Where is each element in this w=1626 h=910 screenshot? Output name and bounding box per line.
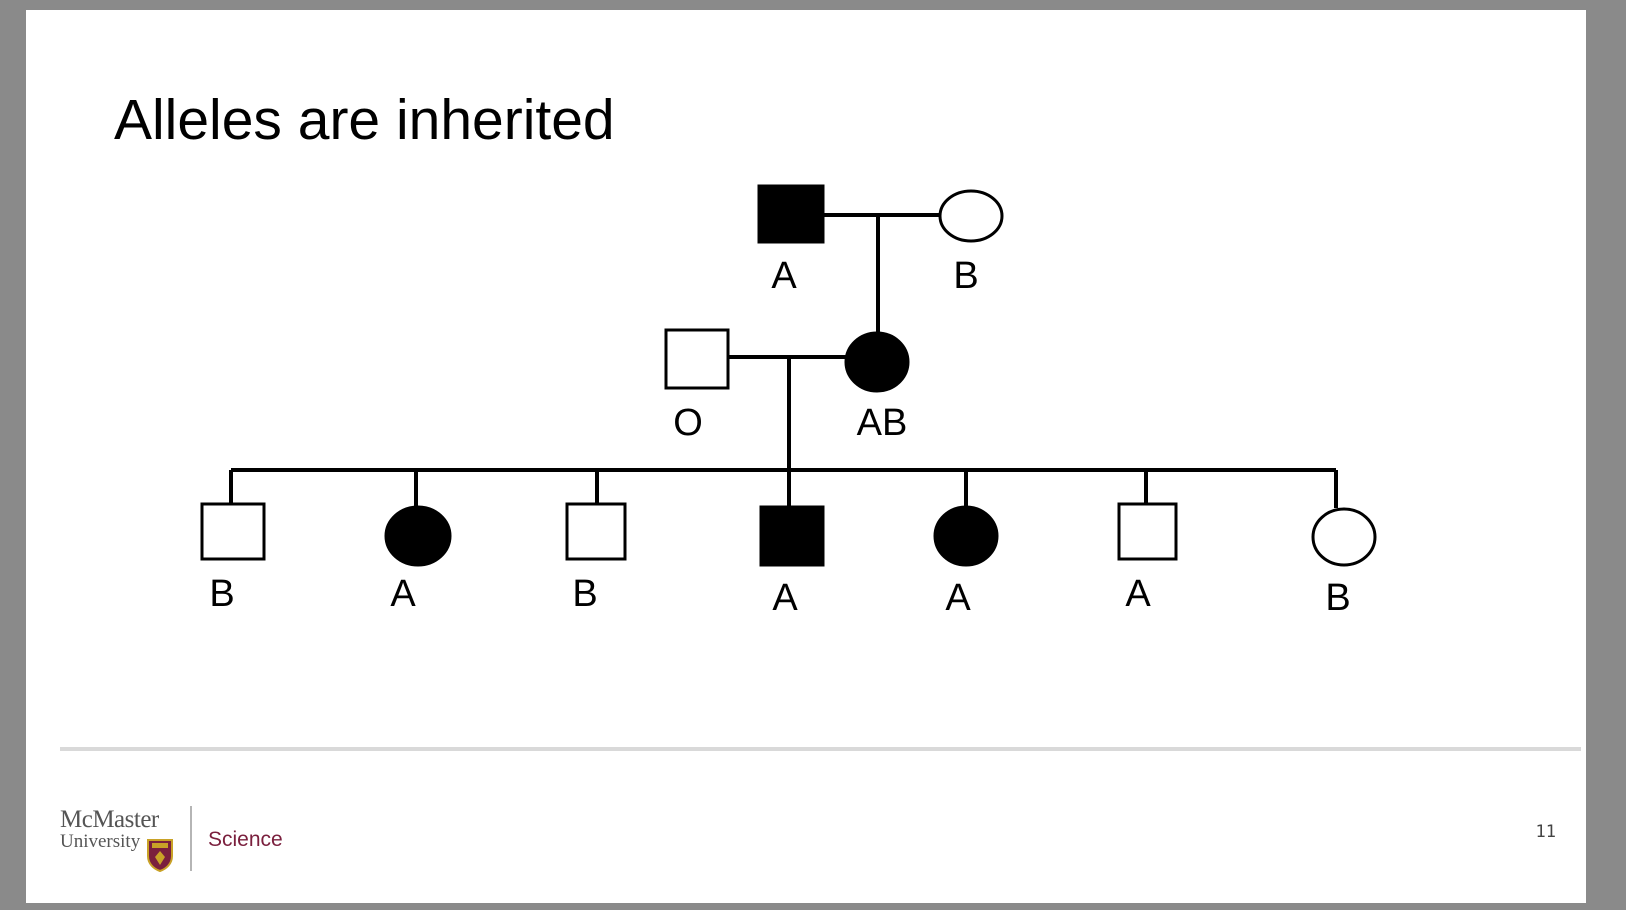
footer-divider: [60, 747, 1581, 751]
child2-affected-female-circle: [384, 505, 452, 567]
pedigree-lines: [229, 213, 1338, 508]
child6-unaffected-male-square: [1117, 502, 1178, 561]
grandfather-blood-type: A: [771, 255, 797, 297]
child5-blood-type: A: [945, 577, 971, 619]
child1-unaffected-male-square: [200, 502, 266, 561]
logo-line1: McMaster: [60, 806, 159, 833]
logo-line2: University: [60, 831, 141, 852]
child2-blood-type: A: [390, 573, 416, 615]
logo-wordmark: McMaster University: [60, 806, 159, 853]
page-number: 11: [1535, 822, 1556, 842]
child7-blood-type: B: [1325, 577, 1350, 619]
father-unaffected-male-square: [664, 328, 730, 390]
child3-blood-type: B: [572, 573, 597, 615]
mother-affected-female-circle: [844, 331, 910, 393]
pedigree-chart: A B O AB B A B A A A B: [200, 184, 1377, 619]
child3-unaffected-male-square: [565, 502, 627, 561]
crest-icon: [147, 839, 173, 872]
faculty-name: Science: [208, 828, 283, 851]
mcmaster-logo: McMaster University: [60, 806, 180, 878]
slide: Alleles are inherited A B O AB: [26, 10, 1586, 903]
child5-affected-female-circle: [933, 505, 999, 567]
grandmother-blood-type: B: [953, 255, 978, 297]
child1-blood-type: B: [209, 573, 234, 615]
child4-affected-male-square: [759, 505, 825, 567]
grandmother-unaffected-female-circle: [938, 189, 1004, 243]
slide-title: Alleles are inherited: [114, 88, 615, 152]
child7-unaffected-female-circle: [1311, 507, 1377, 567]
logo-divider: [190, 806, 192, 871]
mother-blood-type: AB: [857, 402, 908, 444]
grandfather-affected-male-square: [757, 184, 825, 244]
child4-blood-type: A: [772, 577, 798, 619]
father-blood-type: O: [673, 402, 703, 444]
child6-blood-type: A: [1125, 573, 1151, 615]
